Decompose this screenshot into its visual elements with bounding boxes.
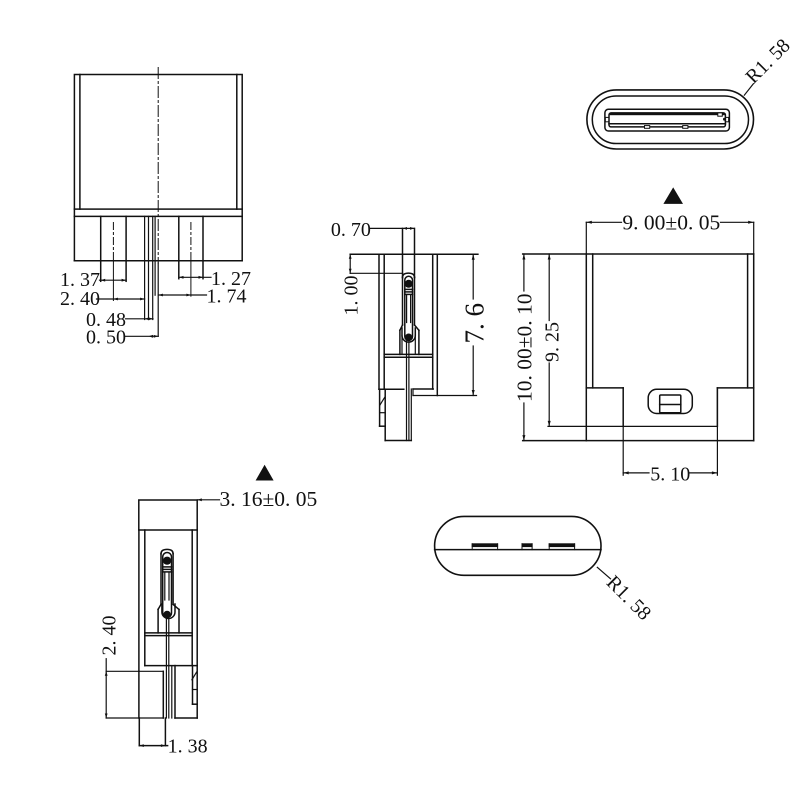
svg-text:0. 50: 0. 50 [86,327,126,349]
svg-text:9. 25: 9. 25 [542,322,564,362]
svg-text:2. 40: 2. 40 [98,616,120,656]
svg-text:0. 48: 0. 48 [86,309,126,331]
svg-text:5. 10: 5. 10 [650,463,690,485]
svg-text:10. 00±0. 10: 10. 00±0. 10 [513,293,537,402]
svg-text:1. 37: 1. 37 [60,269,100,291]
svg-text:R1. 58: R1. 58 [602,571,655,624]
svg-text:1. 00: 1. 00 [340,276,362,316]
svg-text:0. 70: 0. 70 [331,219,371,241]
svg-text:R1. 58: R1. 58 [741,35,794,88]
svg-text:1. 38: 1. 38 [168,736,208,758]
svg-text:1. 27: 1. 27 [211,268,251,290]
svg-text:9. 00±0. 05: 9. 00±0. 05 [622,211,720,235]
svg-text:3. 16±0. 05: 3. 16±0. 05 [220,487,318,511]
svg-text:2. 40: 2. 40 [60,288,100,310]
svg-text:1. 74: 1. 74 [207,286,247,308]
svg-text:7. 6: 7. 6 [460,303,490,344]
